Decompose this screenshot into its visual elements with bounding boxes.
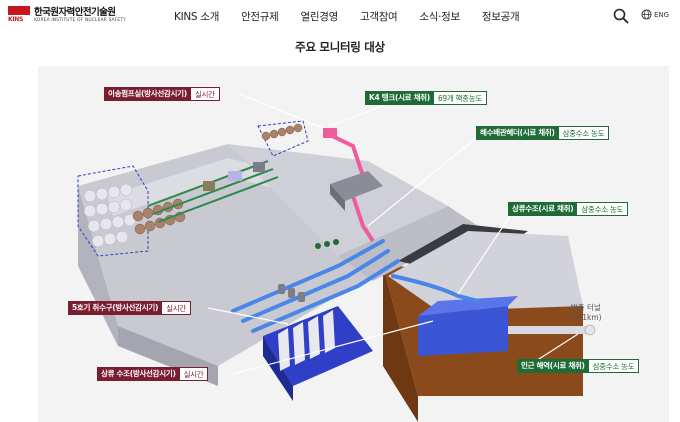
callout-value: 실시간 [179,367,209,381]
nav-item-disclosure[interactable]: 정보공개 [481,11,520,23]
nav-item-open-management[interactable]: 열린경영 [300,11,339,23]
callout-tag: 5호기 취수구(방사선감시기) [68,301,163,315]
callout-seawater-header: 해수배관헤더(시료 채취) 삼중수소 농도 [476,126,610,140]
language-label: ENG [654,10,670,19]
callout-tag: 해수배관헤더(시료 채취) [476,126,559,140]
nav-item-customer[interactable]: 고객참여 [359,11,398,23]
callout-upstream-tank-sample: 상류수조(시료 채취) 삼중수소 농도 [508,202,629,216]
callout-tag: 이송펌프실(방사선감시기) [104,87,191,101]
logo-english-name: KOREA INSTITUTE OF NUCLEAR SAFETY [34,17,127,23]
callout-value: 실시간 [162,301,191,315]
callout-tag: 상류수조(시료 채취) [508,202,578,216]
callout-value: 69개 핵종농도 [433,91,487,105]
callout-tag: 인근 해역(시료 채취) [517,359,589,373]
callout-value: 삼중수소 농도 [558,126,610,140]
callout-transfer-pump: 이송펌프실(방사선감시기) 실시간 [104,87,220,101]
callout-upstream-tank-monitor: 상류 수조(방사선감시기) 실시간 [97,367,209,381]
nav-item-safety-regulation[interactable]: 안전규제 [241,11,279,23]
kins-logo[interactable]: KINS 한국원자력안전기술원 KOREA INSTITUTE OF NUCLE… [8,6,126,24]
page-title: 주요 모니터링 대상 [295,40,385,54]
kins-logo-mark: KINS [8,6,30,24]
search-icon[interactable] [613,8,629,24]
outlet-tunnel-length: (약 1km) [570,313,602,322]
outlet-tunnel-note: 방출 터널 (약 1km) [570,303,602,323]
callout-nearby-sea: 인근 해역(시료 채취) 삼중수소 농도 [517,359,640,373]
main-nav: KINS 소개 안전규제 열린경영 고객참여 소식·정보 정보공개 [174,9,541,24]
globe-icon [641,9,652,20]
callout-tag: 상류 수조(방사선감시기) [97,367,180,381]
site-header: KINS 한국원자력안전기술원 KOREA INSTITUTE OF NUCLE… [0,0,680,32]
callout-tag: K4 탱크(시료 채취) [365,91,434,105]
callout-value: 실시간 [190,87,220,101]
callout-k4-tank: K4 탱크(시료 채취) 69개 핵종농도 [365,91,487,105]
callout-intake-no5: 5호기 취수구(방사선감시기) 실시간 [68,301,191,315]
nav-item-news[interactable]: 소식·정보 [419,11,460,23]
language-switch[interactable]: ENG [641,9,669,20]
nav-item-about[interactable]: KINS 소개 [174,11,220,23]
callout-value: 삼중수소 농도 [588,359,640,373]
callout-value: 삼중수소 농도 [577,202,629,216]
outlet-tunnel-label: 방출 터널 [570,303,601,312]
logo-korean-name: 한국원자력안전기술원 [34,6,116,18]
